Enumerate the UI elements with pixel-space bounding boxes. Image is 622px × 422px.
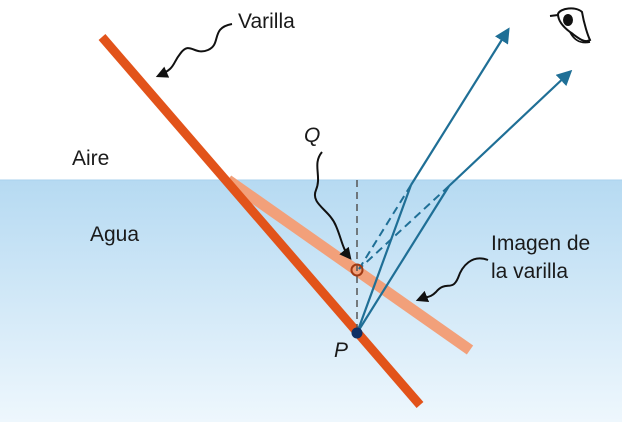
image-label-line1: Imagen de <box>491 232 590 255</box>
point-q-label: Q <box>304 124 320 147</box>
point-p <box>351 327 363 339</box>
image-label-line2: la varilla <box>491 260 568 283</box>
point-q <box>350 263 364 277</box>
ray-air-1 <box>410 27 510 186</box>
eye-icon <box>549 7 592 44</box>
rod-label: Varilla <box>238 10 295 33</box>
rod-callout <box>155 23 233 78</box>
virtual-ray-2 <box>358 185 450 270</box>
air-label: Aire <box>72 147 109 170</box>
rod-image <box>224 175 474 355</box>
water-label: Agua <box>90 223 139 246</box>
ray-underwater-2 <box>356 185 450 334</box>
water-region <box>0 180 622 422</box>
virtual-ray-1 <box>358 184 412 270</box>
rod <box>98 34 424 408</box>
ray-air-2 <box>448 69 573 187</box>
image-callout <box>415 257 489 303</box>
ray-underwater-1 <box>355 184 413 334</box>
q-callout <box>313 151 352 260</box>
point-p-label: P <box>334 339 348 362</box>
